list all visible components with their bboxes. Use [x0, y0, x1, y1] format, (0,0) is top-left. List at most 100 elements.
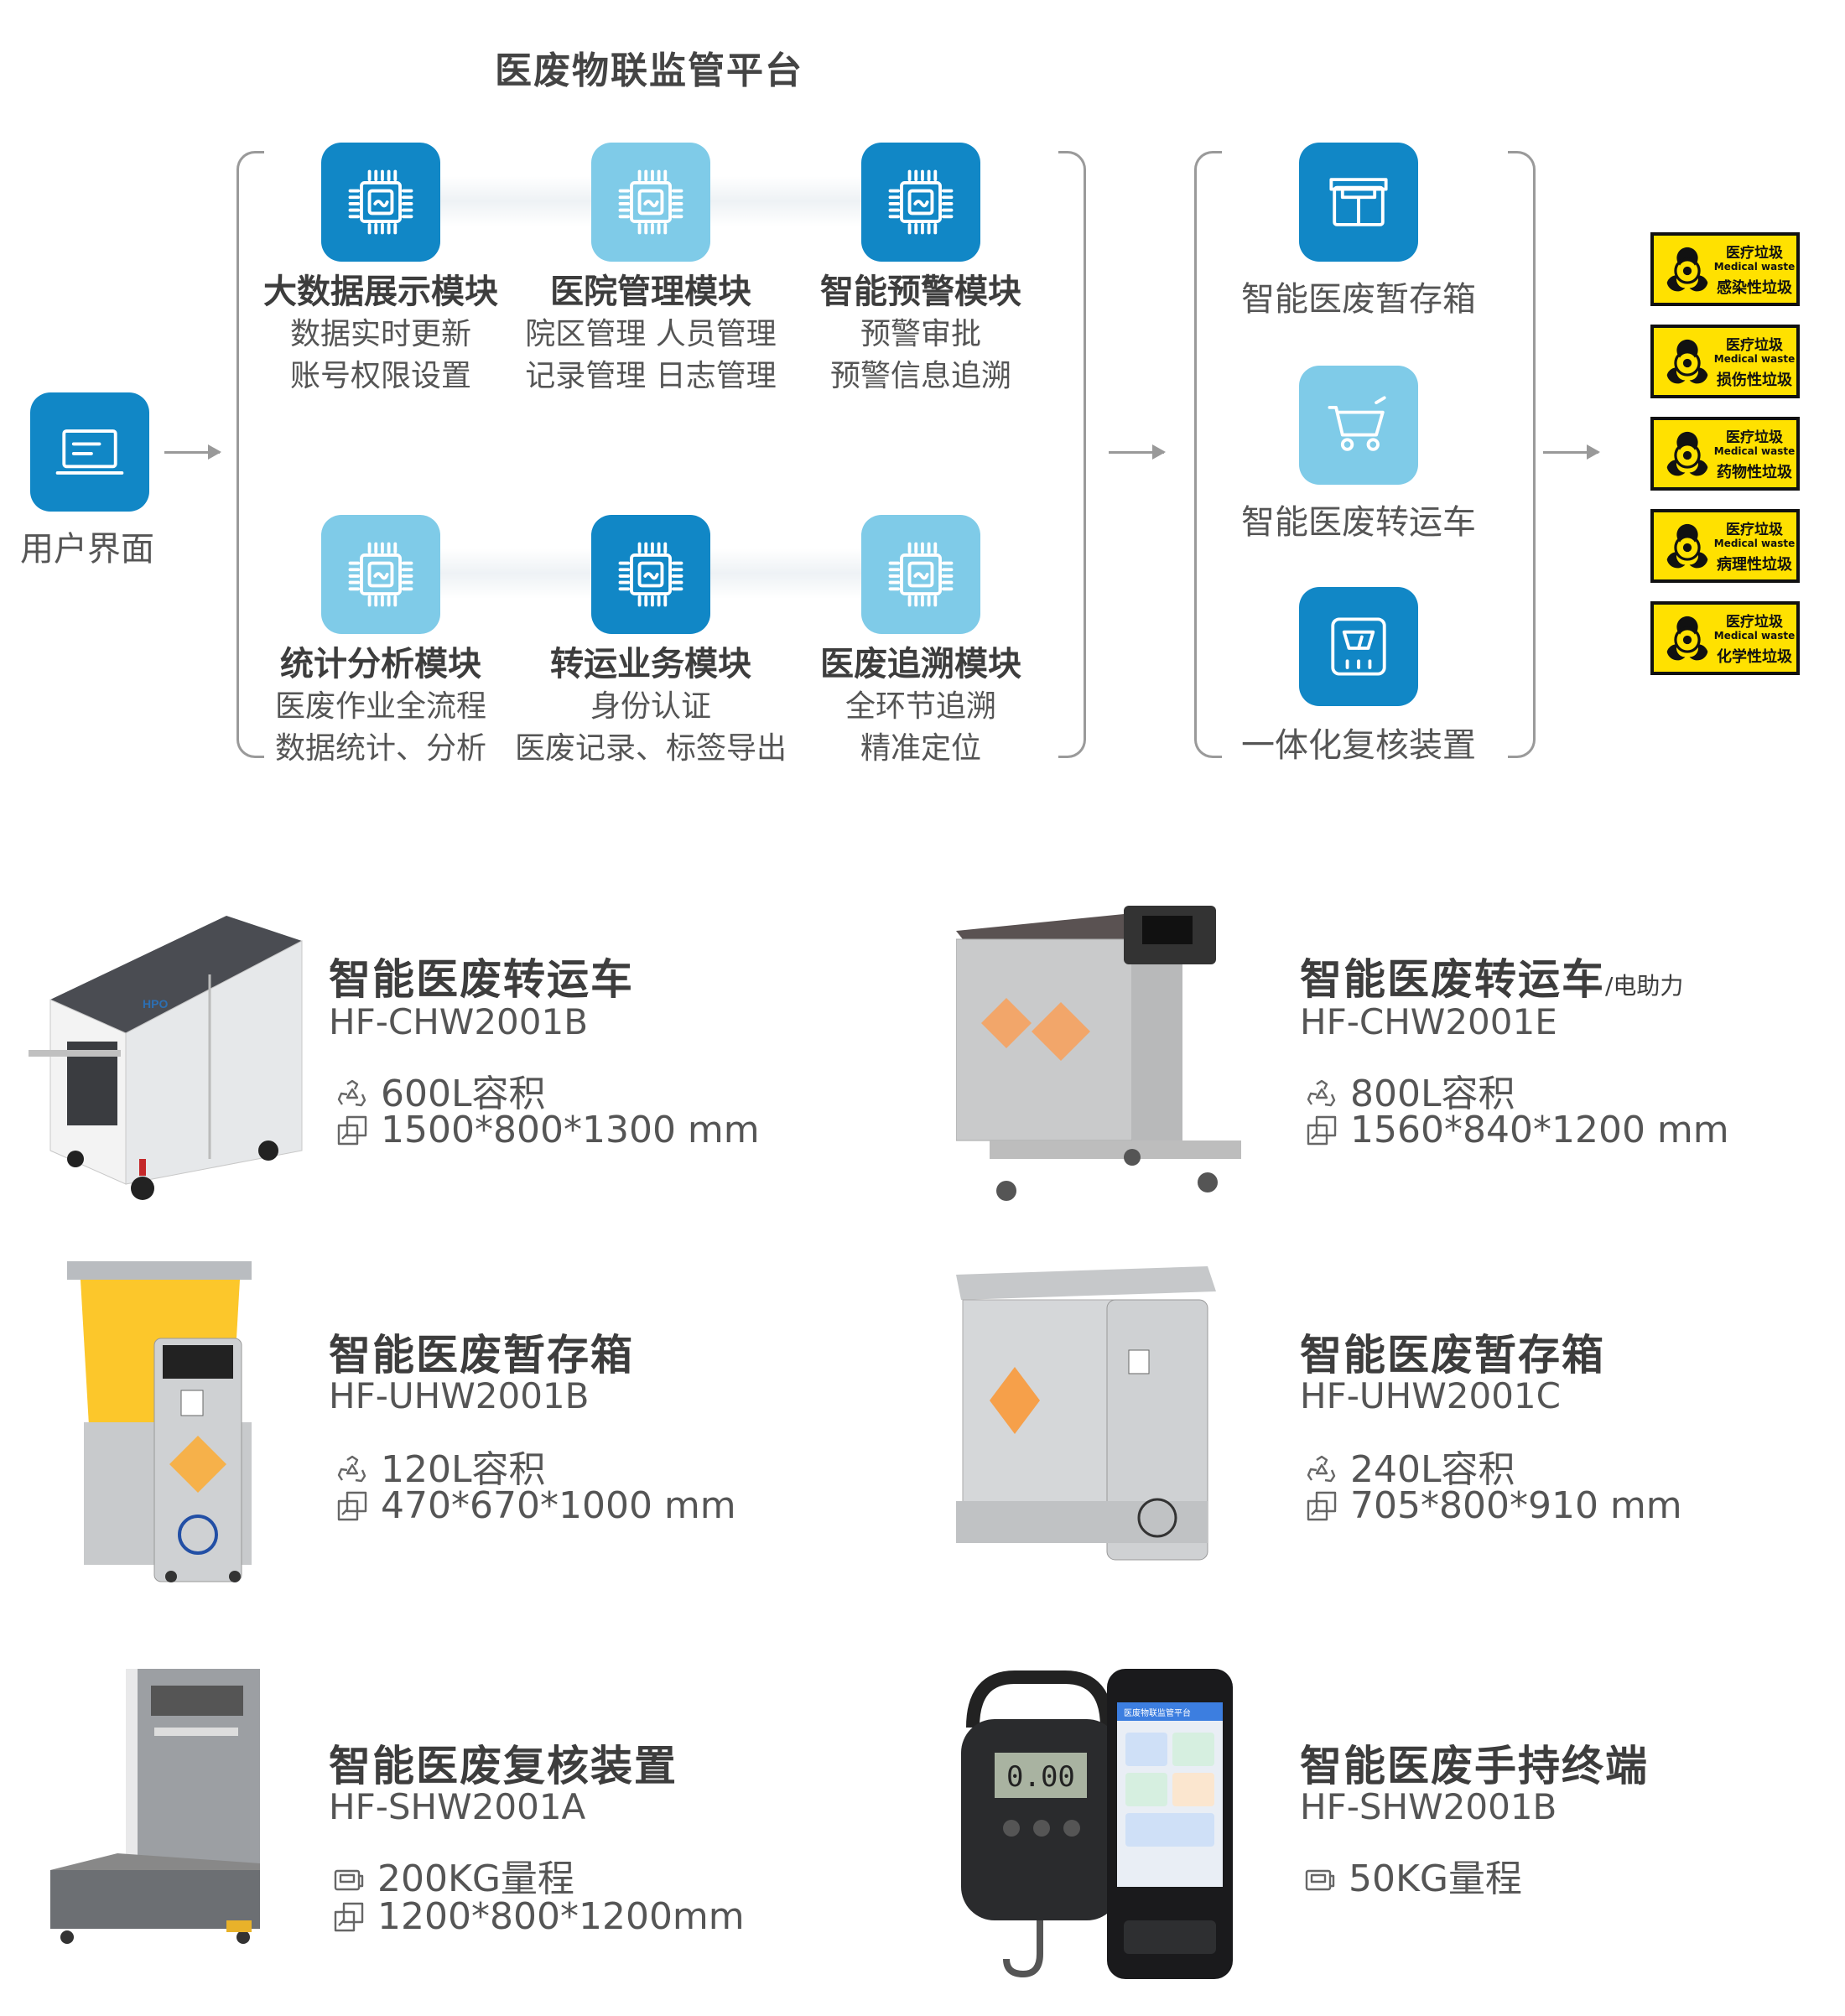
product-spec: 470*670*1000 mm	[335, 1484, 736, 1527]
chip-icon	[321, 515, 440, 634]
bracket-right	[1058, 151, 1086, 758]
dimension-icon	[335, 1114, 369, 1147]
scale-readout: 0.00	[1006, 1760, 1075, 1794]
waste-sign: 医疗垃圾 Medical waste 损伤性垃圾	[1650, 325, 1800, 398]
module-title: 大数据展示模块	[263, 273, 498, 311]
module-line: 账号权限设置	[289, 359, 471, 393]
recycle-icon	[1305, 1078, 1338, 1111]
bracket-right	[1508, 151, 1536, 758]
spec-text: 200KG量程	[377, 1858, 574, 1900]
dimension-icon	[1305, 1114, 1338, 1147]
laptop-icon	[30, 392, 149, 512]
product-spec: 705*800*910 mm	[1305, 1484, 1682, 1527]
product-model: HF-CHW2001B	[329, 1001, 589, 1042]
product-model: HF-CHW2001E	[1300, 1001, 1557, 1042]
chip-icon	[321, 143, 440, 262]
product-spec: 240L容积	[1305, 1439, 1515, 1493]
waste-sign: 医疗垃圾 Medical waste 病理性垃圾	[1650, 509, 1800, 583]
stainless-storage-box-image	[956, 1266, 1216, 1561]
sign-type: 病理性垃圾	[1717, 556, 1792, 574]
module-transport: 转运业务模块 身份认证 医废记录、标签导出	[512, 642, 789, 770]
waste-sign: 医疗垃圾 Medical waste 药物性垃圾	[1650, 417, 1800, 491]
device-label: 一体化复核装置	[1241, 726, 1476, 765]
product-spec: 800L容积	[1305, 1063, 1515, 1117]
dimension-icon	[335, 1489, 369, 1523]
module-statistics: 统计分析模块 医废作业全流程 数据统计、分析	[242, 642, 519, 770]
spec-text: 1500*800*1300 mm	[381, 1109, 760, 1151]
module-title: 转运业务模块	[550, 645, 751, 683]
arrow-icon	[1109, 444, 1166, 460]
connector-band	[709, 548, 874, 599]
biohazard-icon	[1660, 521, 1714, 574]
bracket-left	[236, 151, 264, 758]
spec-text: 800L容积	[1350, 1073, 1515, 1115]
product-model: HF-UHW2001B	[329, 1375, 590, 1416]
module-title: 智能预警模块	[820, 273, 1021, 311]
recycle-icon	[1305, 1453, 1338, 1487]
device-label: 智能医废暂存箱	[1241, 280, 1476, 319]
sign-cn: 医疗垃圾	[1726, 522, 1783, 538]
sign-cn: 医疗垃圾	[1726, 614, 1783, 631]
module-line: 医废记录、标签导出	[514, 731, 787, 766]
product-spec: 200KG量程	[332, 1848, 574, 1902]
review-device-image	[50, 1669, 260, 1944]
module-bigdata: 大数据展示模块 数据实时更新 账号权限设置	[242, 270, 519, 397]
user-interface-label: 用户界面	[20, 530, 154, 569]
product-name-text: 智能医废暂存箱	[329, 1331, 634, 1380]
recycle-icon	[335, 1078, 369, 1111]
waste-sign: 医疗垃圾 Medical waste 化学性垃圾	[1650, 601, 1800, 675]
product-name: 智能医废手持终端	[1300, 1733, 1649, 1793]
product-spec: 1560*840*1200 mm	[1305, 1109, 1729, 1151]
module-line: 预警信息追溯	[829, 359, 1011, 393]
module-title: 医院管理模块	[550, 273, 751, 311]
spec-text: 600L容积	[381, 1073, 546, 1115]
spec-text: 240L容积	[1350, 1448, 1515, 1491]
arrow-icon	[164, 444, 221, 460]
module-trace: 医废追溯模块 全环节追溯 精准定位	[782, 642, 1059, 770]
product-name: 智能医废复核装置	[329, 1733, 678, 1793]
handheld-screen-title: 医废物联监管平台	[1124, 1707, 1191, 1718]
module-line: 医废作业全流程	[274, 689, 486, 724]
product-name: 智能医废转运车/电助力	[1300, 946, 1683, 1006]
product-model: HF-SHW2001B	[1300, 1786, 1557, 1827]
spec-text: 705*800*910 mm	[1350, 1484, 1682, 1527]
spec-text: 1560*840*1200 mm	[1350, 1109, 1729, 1151]
sign-cn: 医疗垃圾	[1726, 337, 1783, 354]
sign-en: Medical waste	[1713, 445, 1796, 457]
module-line: 全环节追溯	[845, 689, 996, 724]
module-title: 医废追溯模块	[820, 645, 1021, 683]
dimension-icon	[332, 1900, 366, 1934]
product-name-text: 智能医废手持终端	[1300, 1742, 1649, 1790]
dimension-icon	[1305, 1489, 1338, 1523]
product-name-text: 智能医废转运车	[329, 955, 634, 1004]
biohazard-icon	[1660, 613, 1714, 667]
product-model: HF-SHW2001A	[329, 1786, 586, 1827]
product-spec: 600L容积	[335, 1063, 546, 1117]
transport-cart-image: HPO	[29, 916, 303, 1200]
sign-en: Medical waste	[1713, 538, 1796, 549]
chip-icon	[591, 515, 710, 634]
sign-type: 药物性垃圾	[1717, 464, 1792, 481]
product-model: HF-UHW2001C	[1300, 1375, 1561, 1416]
module-hospital: 医院管理模块 院区管理 人员管理 记录管理 日志管理	[512, 270, 789, 397]
platform-title: 医废物联监管平台	[495, 49, 803, 92]
sign-type: 损伤性垃圾	[1717, 372, 1792, 389]
svg-text:HPO: HPO	[143, 997, 168, 1011]
scale-icon	[1299, 587, 1418, 706]
product-spec: 50KG量程	[1303, 1848, 1522, 1902]
module-line: 数据统计、分析	[274, 731, 486, 766]
biohazard-icon	[1660, 429, 1714, 482]
module-line: 精准定位	[860, 731, 981, 766]
device-label: 智能医废转运车	[1241, 503, 1476, 542]
sign-type: 感染性垃圾	[1717, 279, 1792, 297]
module-line: 院区管理 人员管理	[525, 317, 777, 351]
product-name-text: 智能医废复核装置	[329, 1742, 678, 1790]
arrow-icon	[1543, 444, 1600, 460]
module-line: 数据实时更新	[289, 317, 471, 351]
product-name: 智能医废暂存箱	[1300, 1322, 1605, 1382]
scale-icon	[332, 1863, 366, 1896]
spec-text: 50KG量程	[1349, 1858, 1522, 1900]
chip-icon	[861, 143, 980, 262]
connector-band	[436, 176, 609, 226]
sign-type: 化学性垃圾	[1717, 648, 1792, 666]
